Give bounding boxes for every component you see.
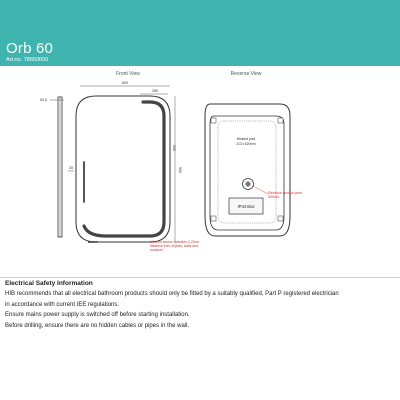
reverse-view: Heated pad 213 x 820mm IP44 Box [204, 103, 291, 237]
safety-line: Before drilling, ensure there are no hid… [5, 322, 190, 329]
safety-line: HIB recommends that all electrical bathr… [5, 291, 339, 297]
front-view-label: Front View [116, 71, 140, 77]
safety-title: Electrical Safety Information [5, 280, 93, 287]
front-view-mirror: 600 280 900 530 [75, 81, 182, 243]
heated-pad-label: Heated pad [237, 137, 256, 141]
product-title: Orb 60 [6, 40, 54, 57]
header-bar: Orb 60 Art.no. 78650000 [0, 0, 400, 66]
sensor-note-box: Infrared sensor operates 0-20cm distance… [150, 240, 200, 252]
dim-width: 600 [122, 81, 128, 85]
dim-side: 35 [69, 166, 73, 170]
dim-height-inner: 530 [172, 145, 176, 151]
safety-line: in accordance with current IEE regulatio… [5, 301, 120, 308]
section-divider [0, 277, 400, 278]
reverse-view-label: Reverse View [231, 71, 262, 77]
safety-line: Ensure mains power supply is switched of… [5, 312, 190, 318]
cable-note: Electrical contact point 500mm [268, 191, 302, 199]
article-number: Art.no. 78650000 [6, 57, 49, 63]
side-profile: 54.5 35 [40, 96, 74, 238]
drawing-svg: Front View Reverse View 54.5 35 600 280 … [40, 71, 302, 252]
sensor-note: Infrared sensor operates 0-20cm distance… [150, 240, 200, 252]
dim-shelf: 280 [152, 89, 158, 93]
cable-note-box: Electrical contact point 500mm [268, 191, 302, 199]
heated-pad-size: 213 x 820mm [236, 142, 256, 146]
technical-drawing: Front View Reverse View 54.5 35 600 280 … [0, 66, 400, 260]
ip44-label: IP44 Box [238, 204, 256, 209]
dim-height-outer: 900 [178, 167, 182, 173]
dim-depth: 54.5 [40, 98, 47, 102]
safety-section: Electrical Safety Information HIB recomm… [5, 279, 397, 331]
